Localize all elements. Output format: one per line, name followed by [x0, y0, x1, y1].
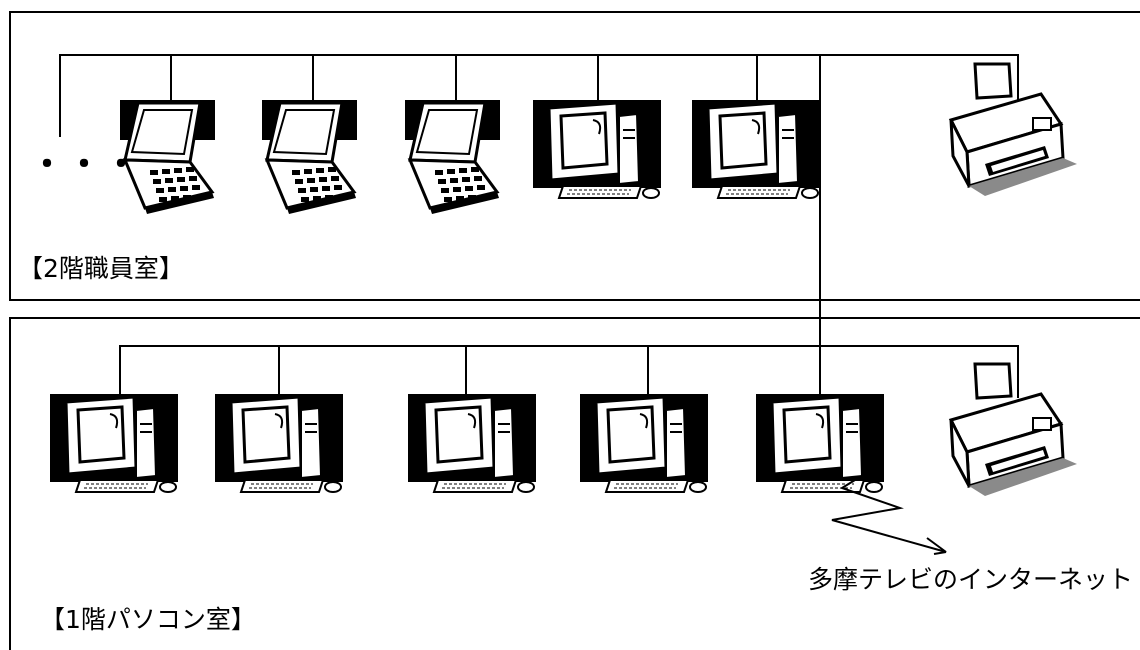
network-lines-1f [119, 345, 1019, 398]
desktop-pc-icon [578, 392, 710, 494]
room-frame-1f [9, 317, 1140, 650]
desktop-pc-icon [531, 98, 663, 200]
room-label-1f: 【1階パソコン室】 [40, 605, 256, 634]
room-label-2f: 【2階職員室】 [18, 254, 184, 283]
desktop-pc-icon [690, 98, 822, 200]
printer-icon [949, 362, 1079, 498]
desktop-pc-icon [406, 392, 538, 494]
network-lines-2f [59, 54, 1019, 137]
laptop-icon [260, 98, 359, 216]
lightning-bolt-icon [831, 471, 947, 553]
printer-icon [949, 62, 1079, 198]
room-frame-2f [9, 11, 1140, 301]
internet-label: 多摩テレビのインターネット [808, 565, 1134, 594]
laptop-icon [403, 98, 502, 216]
desktop-pc-icon [48, 392, 180, 494]
desktop-pc-icon [213, 392, 345, 494]
desktop-pc-icon [754, 392, 886, 494]
more-devices-ellipsis: ・・・ [30, 145, 141, 185]
